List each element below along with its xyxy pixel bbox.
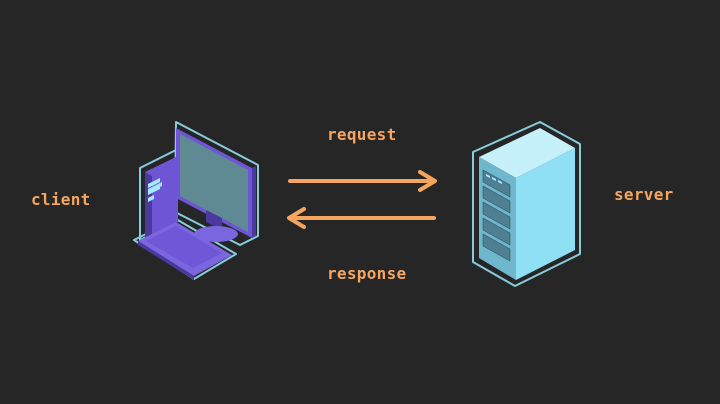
- server-label: server: [614, 185, 674, 204]
- request-label: request: [327, 125, 397, 144]
- response-label: response: [327, 264, 407, 283]
- client-label: client: [31, 190, 91, 209]
- arrow-left-icon: [287, 207, 436, 229]
- server-icon: [472, 121, 581, 287]
- computer-icon: [133, 121, 259, 280]
- arrow-right-icon: [288, 170, 437, 192]
